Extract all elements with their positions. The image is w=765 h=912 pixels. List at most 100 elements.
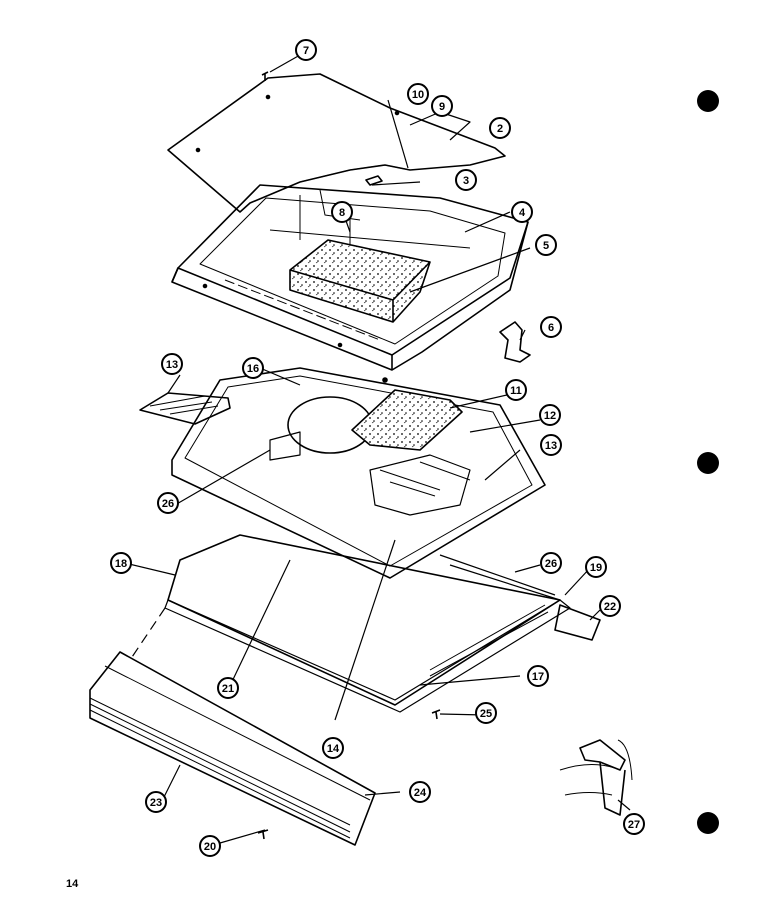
callout-circle xyxy=(540,552,562,574)
callout-label: 27 xyxy=(628,819,640,831)
callout-circle xyxy=(489,117,511,139)
callout-label: 6 xyxy=(548,322,554,334)
callout-circle xyxy=(505,379,527,401)
callout-c20: 20 xyxy=(199,835,221,857)
callout-circle xyxy=(295,39,317,61)
callout-label: 8 xyxy=(339,207,345,219)
callout-circle xyxy=(110,552,132,574)
callout-c7: 7 xyxy=(295,39,317,61)
bracket-6 xyxy=(499,321,531,363)
screws xyxy=(257,71,441,840)
callout-c6: 6 xyxy=(540,316,562,338)
callout-circle xyxy=(535,234,557,256)
leader-lines xyxy=(124,54,631,844)
callout-circle xyxy=(161,353,183,375)
callout-label: 18 xyxy=(115,558,127,570)
upper-frame xyxy=(171,184,529,383)
callout-c24: 24 xyxy=(409,781,431,803)
callout-label: 4 xyxy=(519,207,526,219)
callout-label: 17 xyxy=(532,671,544,683)
binder-hole xyxy=(697,90,719,112)
callout-c12: 12 xyxy=(539,404,561,426)
callout-circle xyxy=(409,781,431,803)
callout-label: 16 xyxy=(247,363,259,375)
callout-c13b: 13 xyxy=(540,434,562,456)
callout-label: 10 xyxy=(412,89,424,101)
callout-label: 22 xyxy=(604,601,616,613)
callout-label: 13 xyxy=(166,359,178,371)
callout-circle xyxy=(242,357,264,379)
callout-c23: 23 xyxy=(145,791,167,813)
foam-pad-11 xyxy=(351,389,463,451)
callout-c13a: 13 xyxy=(161,353,183,375)
callout-circle xyxy=(145,791,167,813)
callout-circle xyxy=(585,556,607,578)
callout-label: 2 xyxy=(497,123,503,135)
callout-label: 19 xyxy=(590,562,602,574)
callout-circle xyxy=(475,702,497,724)
callout-label: 3 xyxy=(463,175,469,187)
binder-hole xyxy=(697,452,719,474)
callout-circle xyxy=(455,169,477,191)
callout-circle xyxy=(199,835,221,857)
lower-frame xyxy=(129,534,601,713)
callout-label: 9 xyxy=(439,101,445,113)
callout-c9: 9 xyxy=(431,95,453,117)
callout-c22: 22 xyxy=(599,595,621,617)
callout-circle xyxy=(511,201,533,223)
callout-c26a: 26 xyxy=(157,492,179,514)
callout-label: 26 xyxy=(162,498,174,510)
callout-c2: 2 xyxy=(489,117,511,139)
callout-c11: 11 xyxy=(505,379,527,401)
callout-circle xyxy=(623,813,645,835)
callout-label: 25 xyxy=(480,708,492,720)
top-cover-panel xyxy=(167,73,506,213)
callout-c26b: 26 xyxy=(540,552,562,574)
callout-c4: 4 xyxy=(511,201,533,223)
callout-label: 20 xyxy=(204,841,216,853)
callout-c19: 19 xyxy=(585,556,607,578)
callout-label: 24 xyxy=(414,787,427,799)
front-trim xyxy=(89,651,376,846)
callout-c17: 17 xyxy=(527,665,549,687)
callout-label: 14 xyxy=(327,743,340,755)
callout-circle xyxy=(599,595,621,617)
bracket-22 xyxy=(554,604,601,641)
callout-c18: 18 xyxy=(110,552,132,574)
switch-part xyxy=(365,175,383,186)
callout-label: 7 xyxy=(303,45,309,57)
callout-label: 23 xyxy=(150,797,162,809)
callout-circle xyxy=(217,677,239,699)
callout-circle xyxy=(407,83,429,105)
callout-c25: 25 xyxy=(475,702,497,724)
callout-c16: 16 xyxy=(242,357,264,379)
callout-circle xyxy=(527,665,549,687)
callout-label: 26 xyxy=(545,558,557,570)
callout-label: 13 xyxy=(545,440,557,452)
binder-hole xyxy=(697,812,719,834)
callout-c3: 3 xyxy=(455,169,477,191)
callout-c27: 27 xyxy=(623,813,645,835)
callout-label: 5 xyxy=(543,240,549,252)
callout-circle xyxy=(539,404,561,426)
callout-c10: 10 xyxy=(407,83,429,105)
page-number: 14 xyxy=(66,878,79,890)
callout-c14: 14 xyxy=(322,737,344,759)
callout-label: 11 xyxy=(510,385,522,397)
callout-circle xyxy=(540,434,562,456)
callout-label: 12 xyxy=(544,410,556,422)
callout-c21: 21 xyxy=(217,677,239,699)
callout-circle xyxy=(331,201,353,223)
callout-circle xyxy=(157,492,179,514)
heating-element-plate xyxy=(139,392,231,425)
callout-label: 21 xyxy=(222,683,234,695)
hinge-detail xyxy=(559,739,633,816)
callout-c5: 5 xyxy=(535,234,557,256)
callout-c8: 8 xyxy=(331,201,353,223)
callout-circle xyxy=(540,316,562,338)
insulation-block xyxy=(289,239,431,323)
callout-circle xyxy=(322,737,344,759)
callout-circle xyxy=(431,95,453,117)
